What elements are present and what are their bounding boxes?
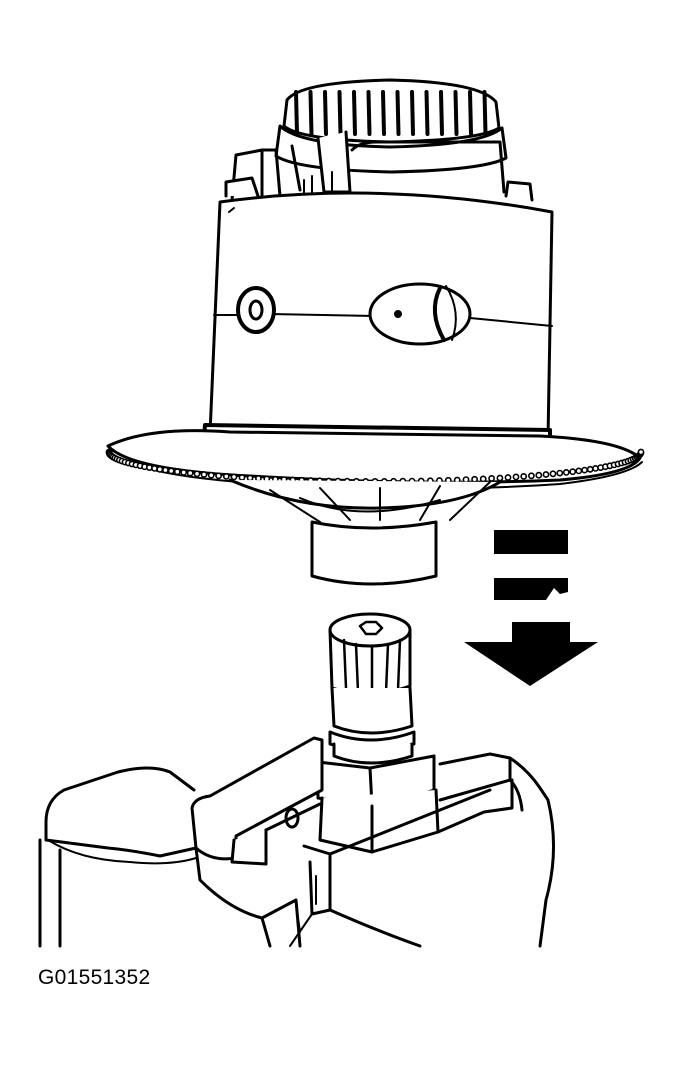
bearing-rib: [337, 90, 343, 136]
bearing-rib: [323, 90, 328, 136]
ring-gear-tooth: [535, 471, 543, 479]
ring-gear-tooth: [207, 471, 215, 479]
ring-gear-tooth: [173, 468, 181, 476]
bearing-rib: [381, 90, 386, 136]
differential-case: [105, 78, 645, 586]
bearing-rib: [352, 90, 357, 136]
bearing-rib: [395, 90, 401, 136]
lower-hub: [228, 478, 502, 586]
bearing-rib: [439, 90, 444, 136]
ring-gear-tooth: [167, 467, 175, 475]
ring-gear-tooth: [637, 448, 645, 456]
ring-gear-tooth: [562, 468, 570, 476]
bearing-rib: [294, 90, 299, 136]
ring-gear-tooth: [496, 474, 504, 482]
bearing-rib: [482, 90, 488, 136]
ring-gear-tooth: [193, 470, 201, 478]
case-port: [236, 286, 276, 334]
ring-gear-tooth: [161, 466, 169, 474]
ring-gear: [105, 429, 645, 490]
ring-gear-tooth: [246, 474, 254, 482]
bearing-rib: [410, 90, 415, 136]
bearing-rib: [424, 90, 430, 136]
ring-gear-tooth: [488, 474, 495, 482]
ring-gear-tooth: [569, 468, 577, 476]
ring-gear-tooth: [151, 464, 158, 472]
ring-gear-tooth: [479, 475, 487, 483]
ring-gear-tooth: [542, 471, 550, 478]
case-body: [201, 191, 554, 454]
ring-gear-tooth: [238, 474, 246, 481]
bearing-rib: [308, 90, 314, 136]
ring-gear-tooth: [156, 465, 164, 473]
ring-gear-tooth: [575, 467, 583, 475]
ring-gear-tooth: [586, 465, 594, 473]
ring-gear-tooth: [581, 466, 588, 474]
ring-gear-tooth: [520, 472, 528, 480]
ring-gear-tooth: [200, 471, 208, 478]
ring-gear-tooth: [180, 468, 188, 476]
ring-gear-tooth: [462, 476, 470, 483]
figure-code: G01551352: [38, 966, 151, 989]
bench-vise: [38, 736, 556, 948]
ring-gear-tooth: [528, 472, 535, 480]
case-hub: [224, 130, 534, 202]
bearing-rib: [366, 90, 372, 136]
ring-gear-tooth: [504, 474, 512, 481]
ring-gear-tooth: [222, 472, 230, 480]
side-bearing: [274, 78, 508, 174]
bearing-rib: [468, 90, 473, 136]
ring-gear-tooth: [549, 470, 557, 478]
ring-gear-tooth: [556, 469, 564, 477]
axle-shaft: [316, 612, 440, 854]
ring-gear-tooth: [230, 473, 238, 481]
bearing-rib: [453, 90, 459, 136]
downward-arrow: [464, 530, 598, 686]
case-window: [368, 282, 472, 346]
ring-gear-tooth: [215, 472, 222, 480]
ring-gear-tooth: [471, 475, 478, 483]
ring-gear-tooth: [512, 473, 520, 481]
ring-gear-tooth: [186, 469, 194, 477]
